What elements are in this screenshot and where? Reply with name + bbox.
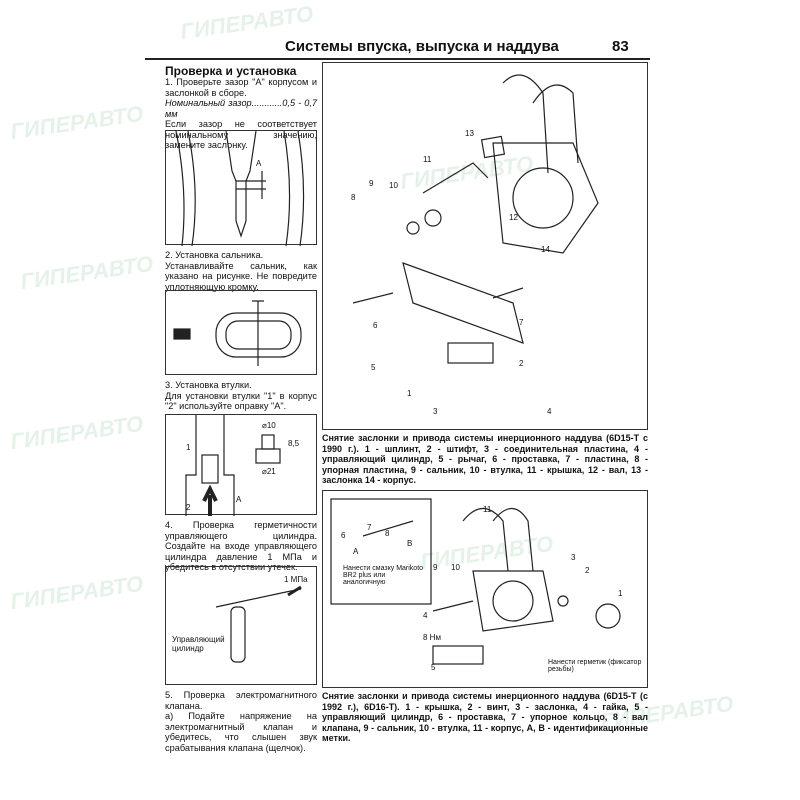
step1-text: 1. Проверьте зазор "А" корпусом и заслон… [165,77,317,98]
callout: 11 [483,505,492,514]
callout: 14 [541,245,550,254]
step3-text: Для установки втулки "1" в корпус "2" ис… [165,390,317,412]
sealant-note: Нанести герметик (фиксатор резьбы) [548,659,642,673]
step5-title: 5. Проверка электромагнитного клапана. [165,690,317,711]
watermark: ГИПЕРАВТО [8,570,145,615]
step2-title: 2. Установка сальника. [165,250,264,260]
step2-text: Устанавливайте сальник, как указано на р… [165,260,317,292]
callout: 13 [465,129,474,138]
figure-caption-1: Снятие заслонки и привода системы инерци… [322,433,648,486]
callout: B [407,539,413,548]
figure-caption-2: Снятие заслонки и привода системы инерци… [322,691,648,744]
watermark: ГИПЕРАВТО [18,250,155,295]
step1-note: Если зазор не соответствует номинальному… [165,119,317,150]
callout: 4 [547,407,552,416]
fig-label: A [236,495,242,504]
callout: 1 [407,389,412,398]
fig-label: Управляющий цилиндр [172,635,225,653]
fig-label: 8,5 [288,439,300,448]
callout: 1 [618,589,623,598]
callout: 6 [373,321,378,330]
fig-label: A [256,159,262,168]
callout: 10 [451,563,460,572]
lubricant-note: Нанести смазку Marikoto BR2 plus или ана… [343,565,424,586]
callout: 8 [351,193,356,202]
torque-label: 8 Нм [423,633,441,642]
callout: 5 [371,363,376,372]
fig-label: ⌀21 [262,467,276,476]
callout: 9 [433,563,438,572]
watermark: ГИПЕРАВТО [8,410,145,455]
step3-title: 3. Установка втулки. [165,380,252,390]
step4-text: 4. Проверка герметичности управляющего ц… [165,520,317,572]
callout: 5 [431,663,436,672]
page-number: 83 [612,38,629,55]
figure-cylinder-test: 1 МПа Управляющий цилиндр [165,566,317,685]
callout: 10 [389,181,398,190]
callout: 2 [519,359,524,368]
fig-label: 1 МПа [284,575,308,584]
figure-oil-seal [165,290,317,375]
callout: A [353,547,359,556]
callout: 6 [341,531,346,540]
page-header-title: Системы впуска, выпуска и наддува [285,38,559,55]
callout: 7 [367,523,372,532]
callout: 4 [423,611,428,620]
figure-gap-check: A [165,130,317,246]
callout: 3 [571,553,576,562]
callout: 3 [433,407,438,416]
callout: 2 [585,566,590,575]
callout: 8 [385,529,390,538]
callout: 11 [423,155,432,164]
step5-text: а) Подайте напряжение на электромагнитны… [165,711,317,753]
section-title: Проверка и установка [165,64,297,78]
fig-label: 2 [186,503,191,512]
callout: 9 [369,179,374,188]
figure-exploded-view-1990: 13 11 10 9 8 12 14 7 6 2 5 1 3 4 [322,62,648,430]
header-rule [145,58,650,60]
callout: 12 [509,213,518,222]
watermark: ГИПЕРАВТО [8,100,145,145]
figure-exploded-view-1992: 11 6 7 8 B A Нанести смазку Marikoto BR2… [322,490,648,688]
step1-spec: Номинальный зазор............0,5 - 0,7 м… [165,98,317,119]
figure-bushing: 1 2 A ⌀10 8,5 ⌀21 [165,414,317,516]
fig-label: 1 [186,443,191,452]
callout: 7 [519,318,524,327]
fig-label: ⌀10 [262,421,276,430]
